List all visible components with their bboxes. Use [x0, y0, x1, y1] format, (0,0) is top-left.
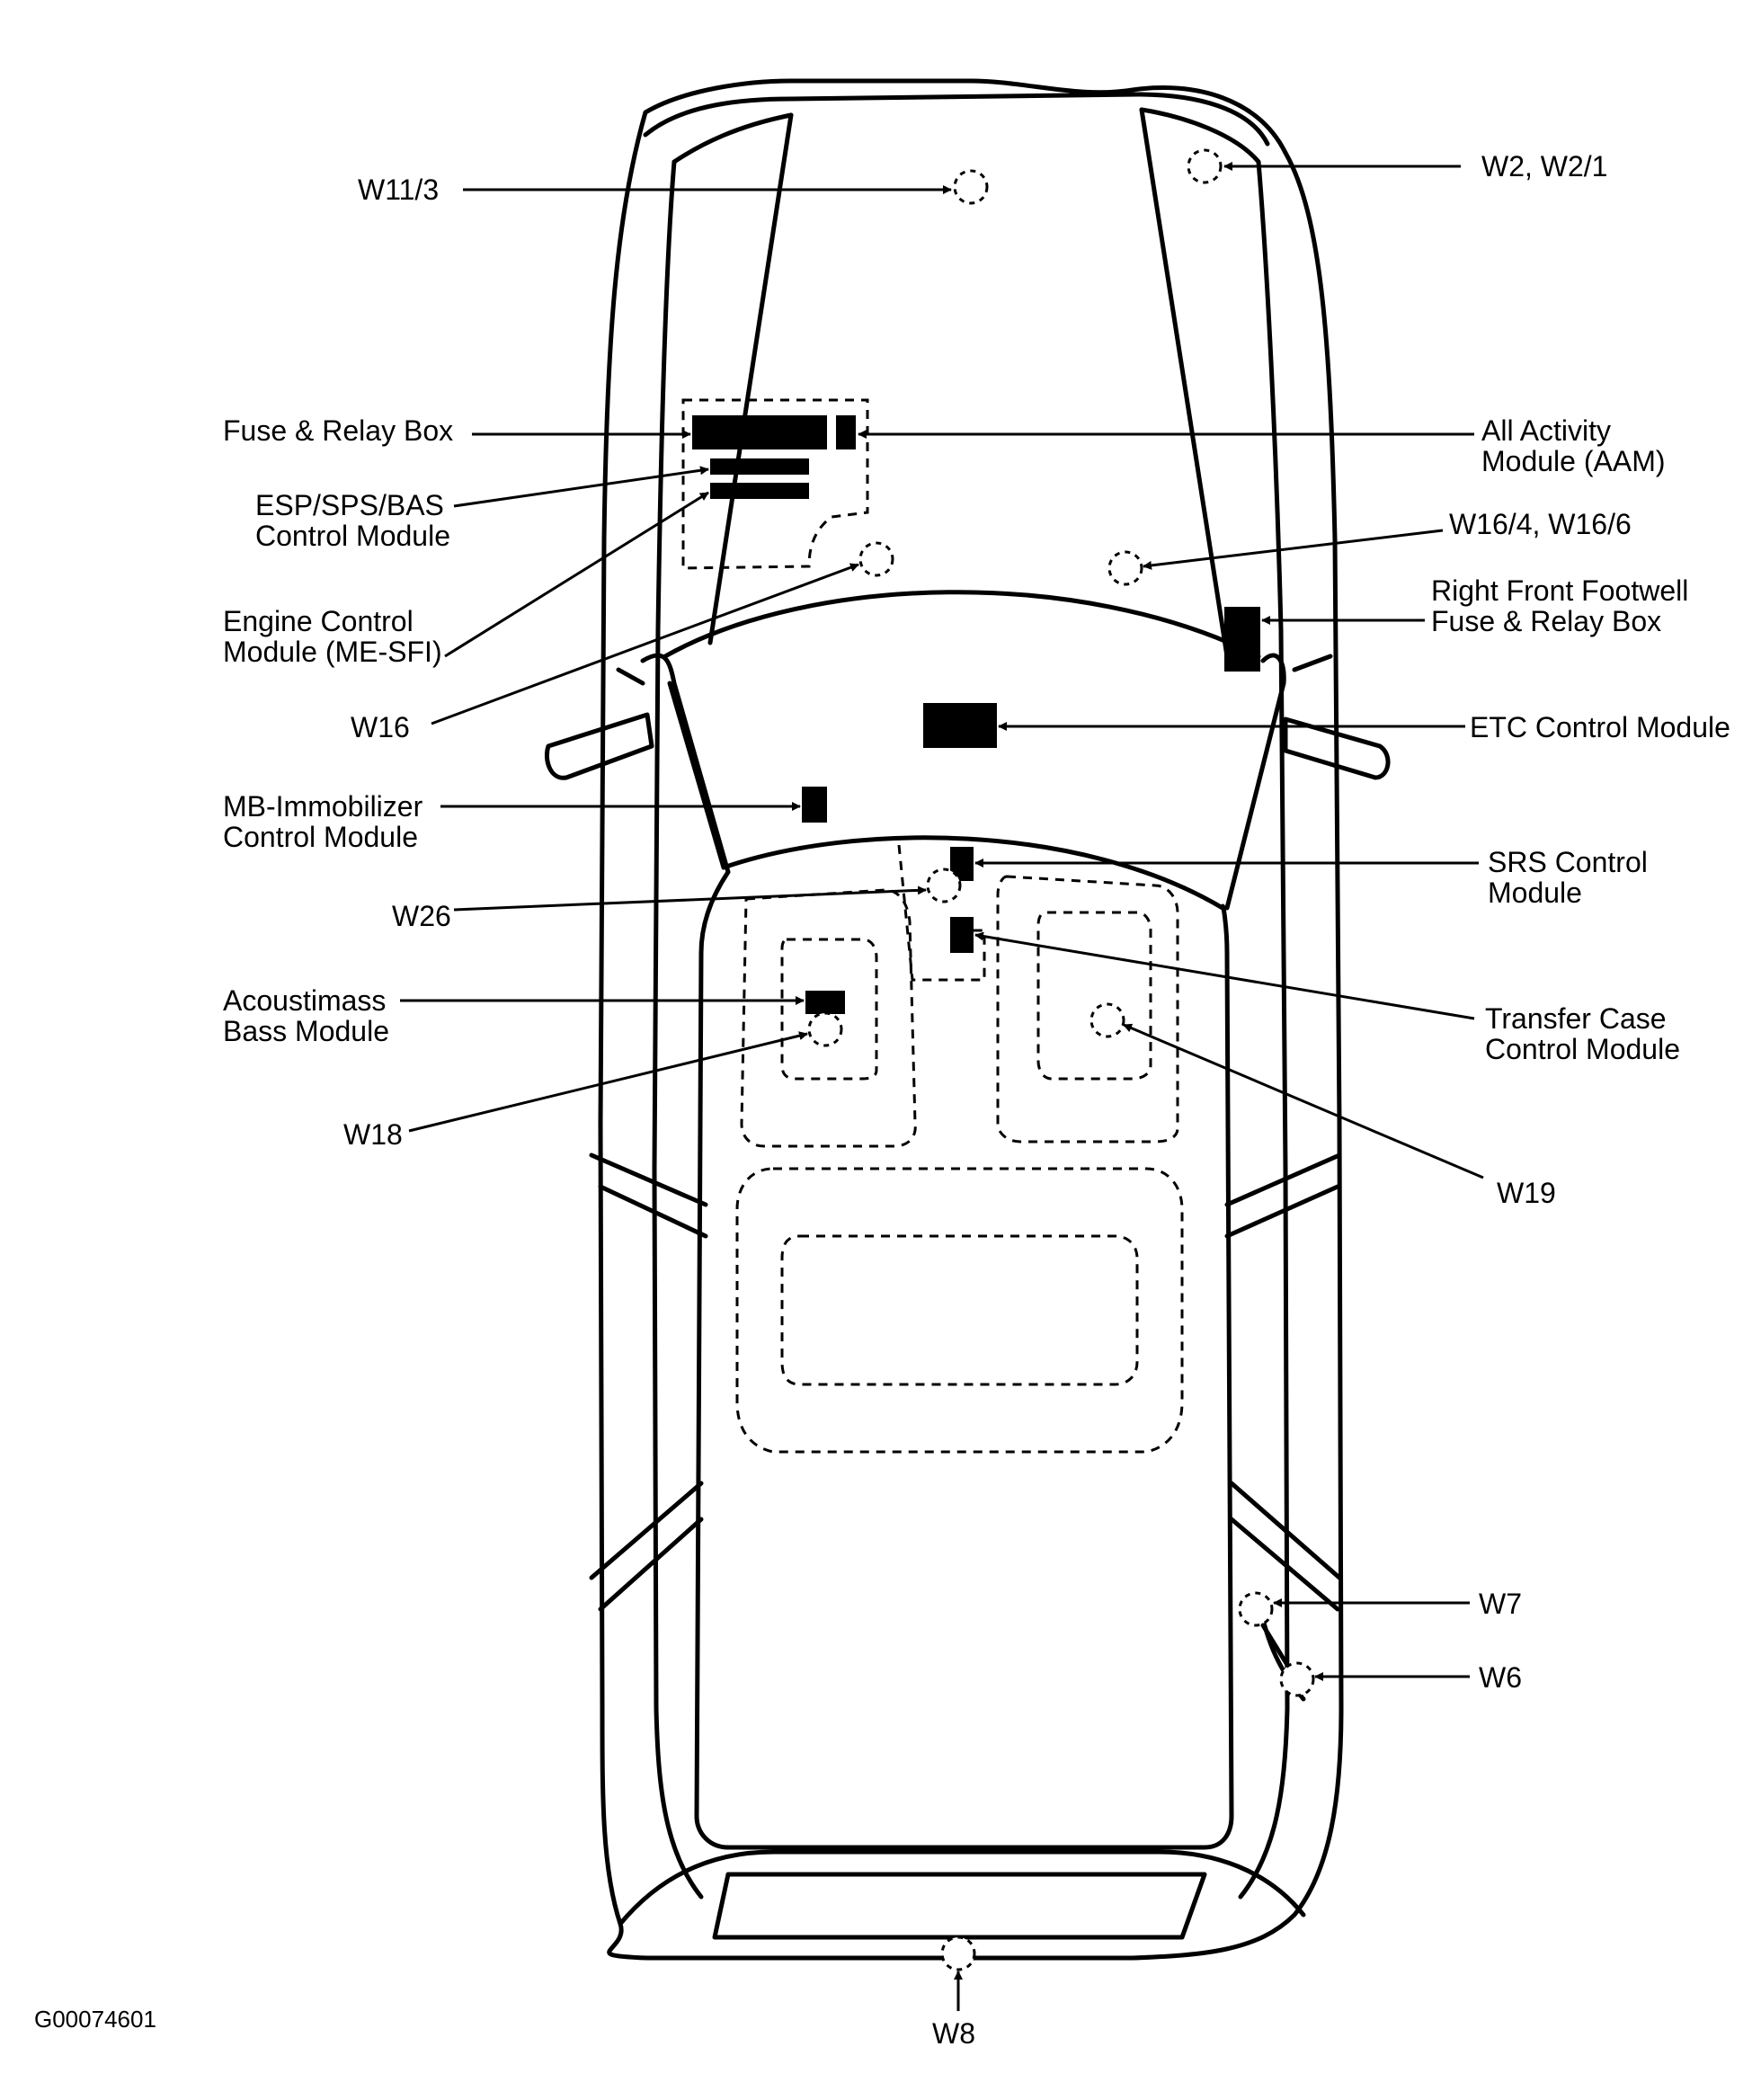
leader-lines: [400, 162, 1484, 2011]
label-w18: W18: [343, 1118, 403, 1151]
right-footwell-fuse-block: [1224, 607, 1260, 672]
ground-points: [807, 148, 1315, 1971]
label-w6: W6: [1479, 1661, 1522, 1694]
w6-point: [1279, 1661, 1315, 1697]
label-tcc-line1: Transfer Case: [1485, 1002, 1667, 1035]
label-immo-line1: MB-Immobilizer: [223, 790, 423, 823]
label-ecm-line2: Module (ME-SFI): [223, 636, 442, 668]
fuse-relay-box-block: [692, 415, 827, 449]
w18-point: [807, 1011, 843, 1047]
label-aam-line2: Module (AAM): [1481, 445, 1666, 477]
acoustimass-block: [805, 991, 845, 1014]
etc-block: [923, 703, 997, 748]
ecm-block: [710, 483, 809, 499]
label-srs-line1: SRS Control: [1488, 846, 1648, 878]
modules: [692, 415, 1260, 1014]
label-w7: W7: [1479, 1588, 1522, 1620]
label-esp-line1: ESP/SPS/BAS: [255, 489, 444, 521]
label-w19: W19: [1497, 1177, 1556, 1209]
aam-block: [836, 415, 856, 449]
labels: W11/3 W2, W2/1 Fuse & Relay Box All Acti…: [34, 150, 1730, 2050]
vehicle-outline: [544, 78, 1391, 1961]
interior-dashed-outlines: [681, 398, 1184, 1454]
label-aam-line1: All Activity: [1481, 414, 1611, 447]
transfer-case-block: [950, 917, 974, 953]
label-etc: ETC Control Module: [1470, 711, 1730, 743]
label-acoustimass-line1: Acoustimass: [223, 984, 386, 1017]
label-tcc-line2: Control Module: [1485, 1033, 1680, 1065]
esp-block: [710, 458, 809, 475]
label-srs-line2: Module: [1488, 876, 1582, 909]
label-w2: W2, W2/1: [1481, 150, 1607, 182]
label-w16-4: W16/4, W16/6: [1449, 508, 1632, 540]
label-acoustimass-line2: Bass Module: [223, 1015, 389, 1047]
label-w8: W8: [932, 2017, 975, 2050]
label-esp-line2: Control Module: [255, 520, 450, 552]
label-w11-3: W11/3: [358, 174, 439, 206]
label-w16: W16: [351, 711, 410, 743]
label-immo-line2: Control Module: [223, 821, 418, 853]
label-rff-line2: Fuse & Relay Box: [1431, 605, 1661, 637]
w2-point: [1187, 148, 1223, 184]
w8-point: [940, 1935, 976, 1971]
w16-4-point: [1107, 550, 1143, 586]
w19-point: [1090, 1002, 1125, 1038]
immobilizer-block: [802, 787, 827, 823]
w26-point: [926, 868, 962, 903]
label-fuse-relay-box: Fuse & Relay Box: [223, 414, 453, 447]
label-rff-line1: Right Front Footwell: [1431, 574, 1688, 607]
w7-point: [1238, 1591, 1274, 1627]
label-w26: W26: [392, 900, 451, 932]
label-ecm-line1: Engine Control: [223, 605, 414, 637]
figure-id: G00074601: [34, 2006, 156, 2033]
w16-point: [858, 541, 894, 577]
w11-3-point: [953, 169, 989, 205]
